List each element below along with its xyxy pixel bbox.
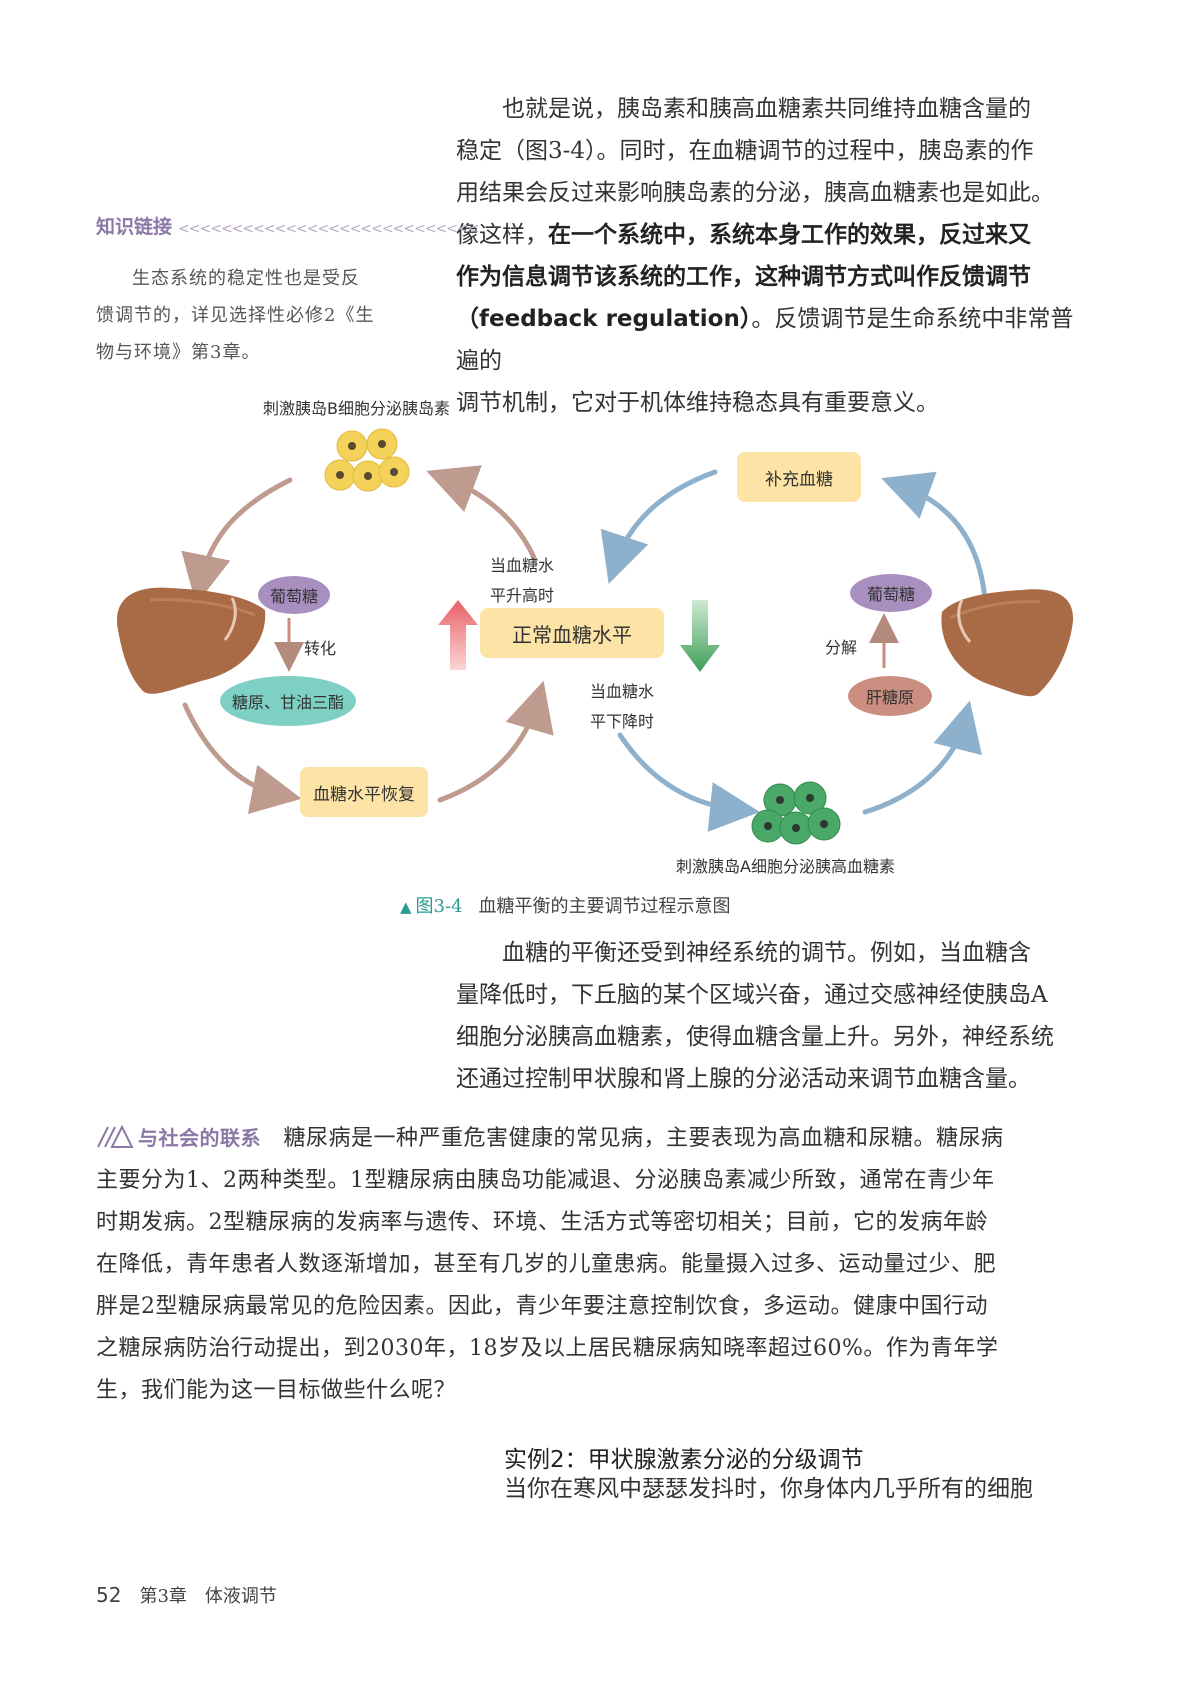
alpha-cells-icon [751,781,841,845]
p1-line-4-bold: 在一个系统中，系统本身工作的效果，反过来又 [548,222,1031,248]
label-fall-1: 当血糖水 [590,682,655,701]
page-number: 52 [96,1583,122,1607]
p1-line-7: 调节机制，它对于机体维持稳态具有重要意义。 [456,390,939,416]
social-title: 与社会的联系 [138,1126,261,1150]
liver-glycogen-pill: 肝糖原 [848,676,932,716]
main-paragraph-2: 血糖的平衡还受到神经系统的调节。例如，当血糖含 量降低时，下丘脑的某个区域兴奋，… [456,932,1076,1100]
social-line-0: 糖尿病是一种严重危害健康的常见病，主要表现为高血糖和尿糖。糖尿病 [283,1126,1004,1151]
social-first-line: 与社会的联系 糖尿病是一种严重危害健康的常见病，主要表现为高血糖和尿糖。糖尿病 [96,1117,1071,1160]
example-2-first-line: 当你在寒风中瑟瑟发抖时，你身体内几乎所有的细胞 [504,1476,1033,1502]
p1-line-5: 作为信息调节该系统的工作，这种调节方式叫作反馈调节 [456,264,1031,290]
label-rise-2: 平升高时 [490,586,555,605]
arrow-supply-to-center [600,469,718,584]
social-line-1: 主要分为1、2两种类型。1型糖尿病由胰岛功能减退、分泌胰岛素减少所致，通常在青少… [96,1168,995,1193]
arrow-liver-to-recover [182,702,302,814]
p1-line-6-normal: 。反馈调节是生命系统中非常普遍的 [456,306,1074,374]
right-glucose-pill: 葡萄糖 [850,574,932,612]
knowledge-link-line-2: 馈调节的，详见选择性必修2《生 [96,305,375,326]
p2-line-3: 细胞分泌胰高血糖素，使得血糖含量上升。另外，神经系统 [456,1024,1054,1050]
arrow-alpha-to-liver [862,700,982,815]
p1-line-3: 用结果会反过来影响胰岛素的分泌，胰高血糖素也是如此。 [456,180,1054,206]
left-liver-icon [116,587,266,694]
p1-line-4: 像这样，在一个系统中，系统本身工作的效果，反过来又 [456,214,1076,256]
p1-line-2: 稳定（图3-4）。同时，在血糖调节的过程中，胰岛素的作 [456,138,1034,164]
social-line-4: 胖是2型糖尿病最常见的危险因素。因此，青少年要注意控制饮食，多运动。健康中国行动 [96,1294,988,1319]
glucose-recover-box: 血糖水平恢复 [300,767,428,817]
knowledge-link-line-1: 生态系统的稳定性也是受反 [132,268,360,289]
figure-caption: ▲图3-4 血糖平衡的主要调节过程示意图 [400,892,731,918]
knowledge-link-body: 生态系统的稳定性也是受反 馈调节的，详见选择性必修2《生 物与环境》第3章。 [96,260,396,371]
label-rise-1: 当血糖水 [490,556,555,575]
arrow-liver-to-supply [881,471,988,603]
p1-line-4-normal: 像这样， [456,222,548,248]
social-line-6: 生，我们能为这一目标做些什么呢？ [96,1378,457,1403]
label-alpha-stimulus: 刺激胰岛A细胞分泌胰高血糖素 [676,857,895,876]
social-connection-section: 与社会的联系 糖尿病是一种严重危害健康的常见病，主要表现为高血糖和尿糖。糖尿病 … [96,1117,1071,1412]
label-decompose: 分解 [825,638,858,657]
caption-text: 血糖平衡的主要调节过程示意图 [478,896,731,917]
knowledge-link-line-3: 物与环境》第3章。 [96,342,261,363]
main-paragraph-1: 也就是说，胰岛素和胰高血糖素共同维持血糖含量的 稳定（图3-4）。同时，在血糖调… [456,88,1076,424]
example-2-title: 实例2：甲状腺激素分泌的分级调节 [504,1447,864,1473]
social-line-2: 时期发病。2型糖尿病的发病率与遗传、环境、生活方式等密切相关；目前，它的发病年龄 [96,1210,988,1235]
arrow-fall-to-alpha [617,732,760,832]
fall-arrow-icon [680,600,720,672]
p1-line-1: 也就是说，胰岛素和胰高血糖素共同维持血糖含量的 [502,96,1031,122]
right-liver-icon [941,589,1074,697]
p1-line-6: （feedback regulation）。反馈调节是生命系统中非常普遍的 [456,298,1076,382]
knowledge-link-title: 知识链接 <<<<<<<<<<<<<<<<<<<<<<<<<<<< [96,212,479,239]
left-glucose-pill: 葡萄糖 [258,576,330,614]
arrow-beta-to-liver [181,477,293,605]
rise-arrow-icon [438,600,478,670]
supply-glucose-box: 补充血糖 [737,452,861,502]
p1-line-6-bold: （feedback regulation） [456,306,752,332]
label-beta-stimulus: 刺激胰岛B细胞分泌胰岛素 [263,399,450,418]
blood-glucose-diagram [116,428,1074,845]
glycogen-triglyceride-pill: 糖原、甘油三酯 [220,676,356,726]
knowledge-link-title-text: 知识链接 [96,216,173,238]
p2-line-1: 血糖的平衡还受到神经系统的调节。例如，当血糖含 [502,940,1031,966]
p2-line-4: 还通过控制甲状腺和肾上腺的分泌活动来调节血糖含量。 [456,1066,1031,1092]
beta-cells-icon [324,428,410,492]
p2-line-2: 量降低时，下丘脑的某个区域兴奋，通过交感神经使胰岛A [456,982,1048,1008]
arrow-rise-to-beta [426,465,538,563]
chapter-title: 第3章 体液调节 [139,1586,277,1607]
social-line-3: 在降低，青年患者人数逐渐增加，甚至有几岁的儿童患病。能量摄入过多、运动量过少、肥 [96,1252,997,1277]
caption-number: 图3-4 [415,896,463,917]
page-footer: 52 第3章 体液调节 [96,1582,277,1608]
chevron-decoration-icon: <<<<<<<<<<<<<<<<<<<<<<<<<<<< [178,221,479,237]
social-line-5: 之糖尿病防治行动提出，到2030年，18岁及以上居民糖尿病知晓率超过60%。作为… [96,1336,999,1361]
caption-triangle-icon: ▲ [400,898,412,916]
label-convert: 转化 [304,639,337,658]
social-link-icon [97,1124,134,1148]
label-fall-2: 平下降时 [590,712,655,731]
normal-glucose-box: 正常血糖水平 [480,608,664,658]
arrow-recover-to-center [437,680,554,803]
